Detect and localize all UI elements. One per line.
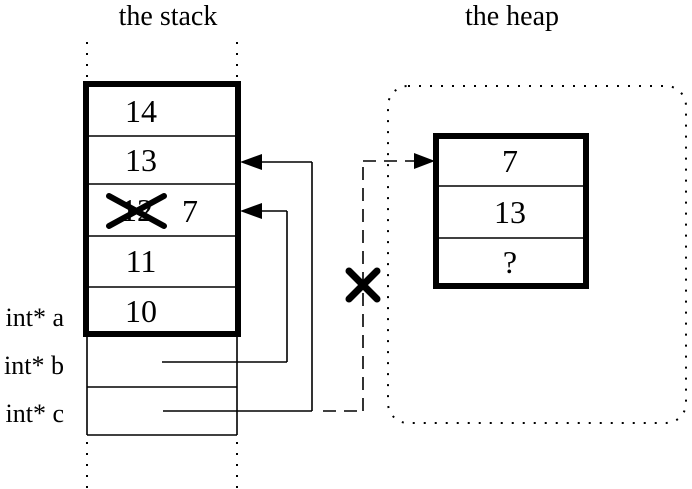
stack-cell-value: 14 — [125, 93, 157, 129]
heap-cell-value: 13 — [494, 194, 526, 230]
heap-cell-value: ? — [503, 244, 517, 280]
stack-cell-value: 11 — [126, 243, 157, 279]
cross-out-x-icon — [106, 193, 167, 229]
stack-cell-replacement-value: 7 — [182, 193, 198, 229]
severed-pointer-x-icon — [345, 267, 381, 303]
heap-box — [433, 133, 589, 289]
var-label-a: int* a — [6, 303, 65, 332]
var-label-c: int* c — [6, 399, 65, 428]
stack-box — [83, 81, 241, 337]
heap-cell-value: 7 — [502, 143, 518, 179]
pointer-c-arrowhead-icon — [240, 154, 262, 170]
pointer-b-arrowhead-icon — [240, 203, 262, 219]
heap-title: the heap — [465, 1, 559, 32]
stack-title: the stack — [119, 1, 218, 32]
stack-cell-value: 10 — [125, 293, 157, 329]
stack-cell-value: 13 — [125, 142, 157, 178]
var-label-b: int* b — [4, 351, 64, 380]
dangling-pointer-arrowhead-icon — [414, 153, 435, 169]
